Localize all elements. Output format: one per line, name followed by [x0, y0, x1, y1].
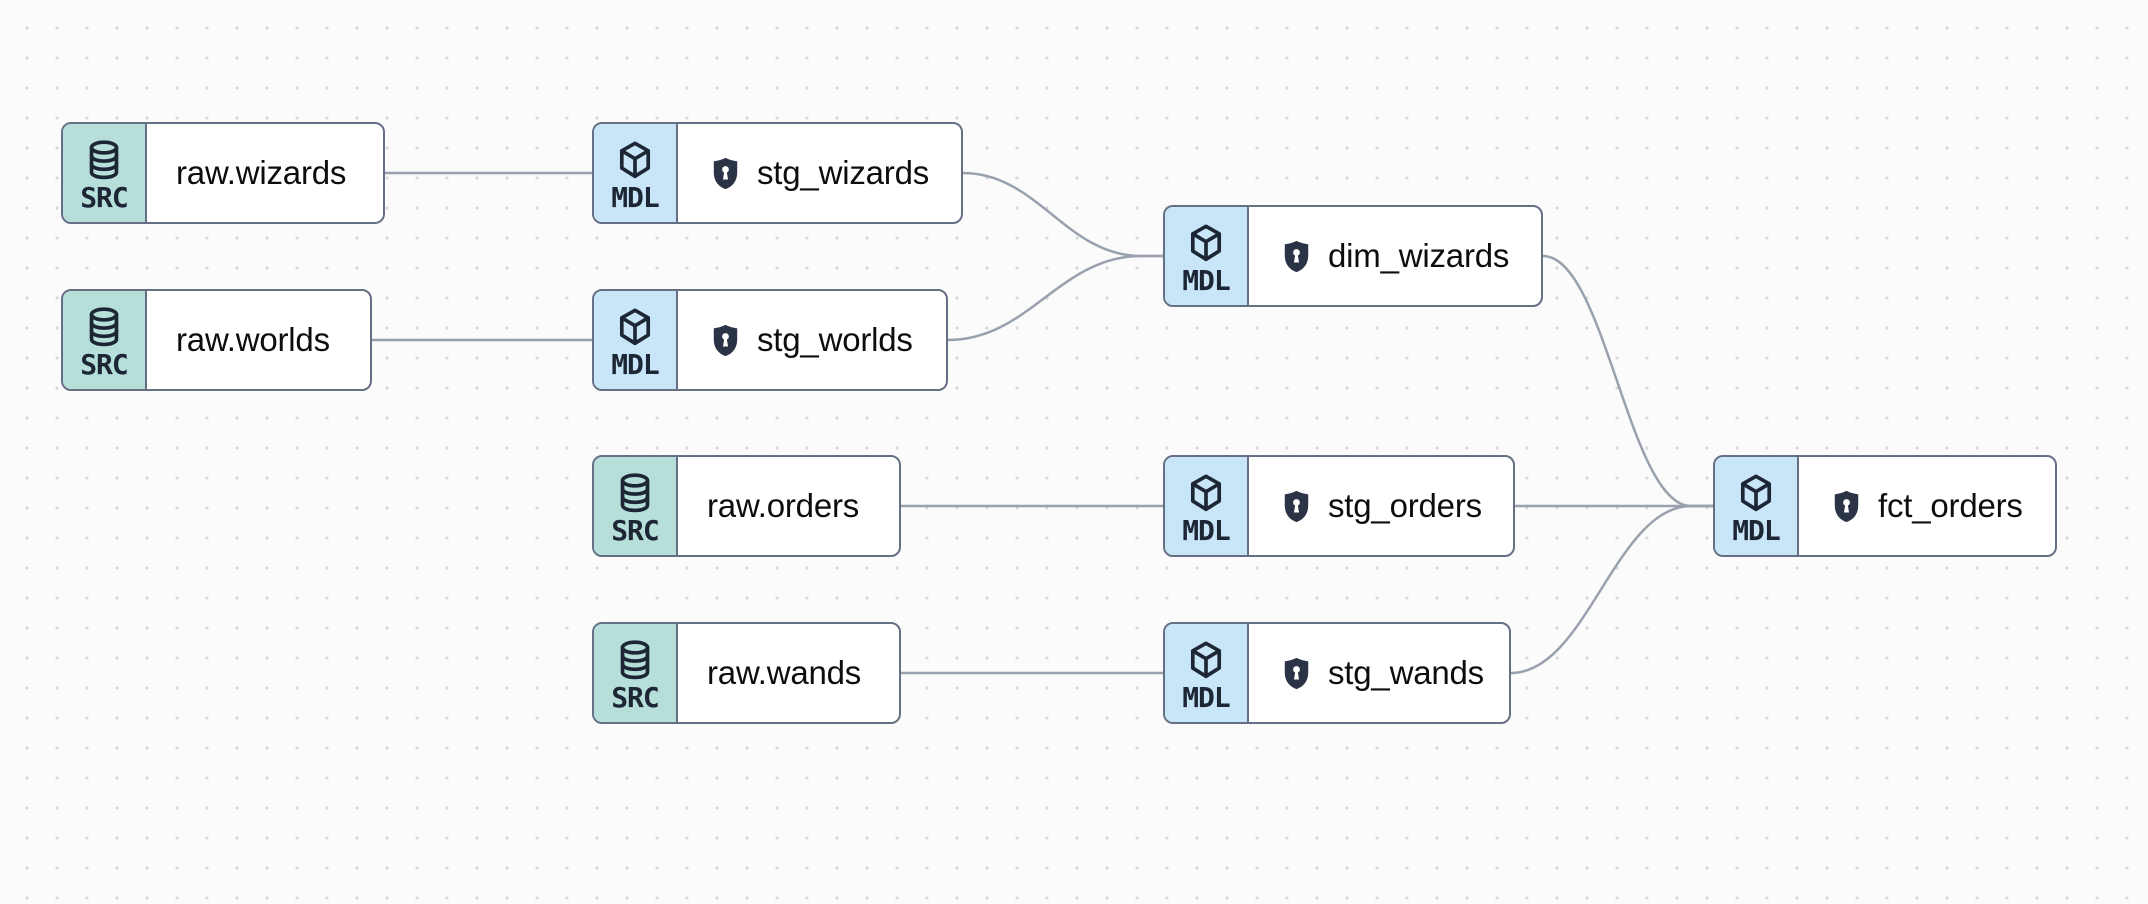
database-icon [82, 305, 126, 349]
node-body: raw.orders [678, 457, 899, 555]
node-raw-orders[interactable]: SRC raw.orders [592, 455, 901, 557]
source-type-badge: SRC [594, 457, 678, 555]
node-raw-wands[interactable]: SRC raw.wands [592, 622, 901, 724]
node-label: raw.wands [707, 654, 862, 691]
node-body: raw.wizards [147, 124, 383, 222]
cube-icon [613, 305, 657, 349]
shield-lock-icon [1278, 488, 1315, 525]
cube-icon [1184, 221, 1228, 265]
model-type-badge: MDL [594, 291, 678, 389]
badge-label: MDL [611, 347, 660, 381]
node-dim-wizards[interactable]: MDL dim_wizards [1163, 205, 1543, 307]
node-stg-wands[interactable]: MDL stg_wands [1163, 622, 1511, 724]
badge-label: MDL [611, 180, 660, 214]
model-type-badge: MDL [1715, 457, 1799, 555]
node-body: stg_wands [1249, 624, 1509, 722]
node-body: stg_orders [1249, 457, 1513, 555]
badge-label: SRC [80, 347, 129, 381]
node-label: raw.orders [707, 487, 860, 524]
badge-label: SRC [80, 180, 129, 214]
node-fct-orders[interactable]: MDL fct_orders [1713, 455, 2057, 557]
database-icon [613, 638, 657, 682]
edge-dim_wizards-to-fct_orders [1541, 254, 1715, 508]
edge-stg_wands-to-fct_orders [1509, 504, 1715, 675]
badge-label: MDL [1182, 680, 1231, 714]
node-stg-wizards[interactable]: MDL stg_wizards [592, 122, 963, 224]
source-type-badge: SRC [63, 291, 147, 389]
model-type-badge: MDL [1165, 207, 1249, 305]
shield-lock-icon [1828, 488, 1865, 525]
badge-label: SRC [611, 680, 660, 714]
cube-icon [1184, 471, 1228, 515]
cube-icon [613, 138, 657, 182]
node-label: stg_orders [1328, 487, 1482, 524]
cube-icon [1734, 471, 1778, 515]
model-type-badge: MDL [594, 124, 678, 222]
shield-lock-icon [707, 155, 744, 192]
shield-lock-icon [1278, 655, 1315, 692]
node-label: fct_orders [1878, 487, 2023, 524]
source-type-badge: SRC [594, 624, 678, 722]
badge-label: MDL [1732, 513, 1781, 547]
shield-lock-icon [707, 322, 744, 359]
node-label: stg_worlds [757, 321, 913, 358]
node-stg-worlds[interactable]: MDL stg_worlds [592, 289, 948, 391]
database-icon [82, 138, 126, 182]
node-body: dim_wizards [1249, 207, 1541, 305]
model-type-badge: MDL [1165, 457, 1249, 555]
node-label: raw.worlds [176, 321, 330, 358]
node-body: raw.wands [678, 624, 899, 722]
node-body: fct_orders [1799, 457, 2055, 555]
node-body: stg_wizards [678, 124, 961, 222]
badge-label: MDL [1182, 263, 1231, 297]
node-body: raw.worlds [147, 291, 370, 389]
database-icon [613, 471, 657, 515]
edge-stg_wizards-to-dim_wizards [961, 171, 1165, 258]
node-body: stg_worlds [678, 291, 946, 389]
source-type-badge: SRC [63, 124, 147, 222]
badge-label: MDL [1182, 513, 1231, 547]
node-raw-wizards[interactable]: SRC raw.wizards [61, 122, 385, 224]
badge-label: SRC [611, 513, 660, 547]
node-label: raw.wizards [176, 154, 347, 191]
node-label: stg_wizards [757, 154, 930, 191]
model-type-badge: MDL [1165, 624, 1249, 722]
node-stg-orders[interactable]: MDL stg_orders [1163, 455, 1515, 557]
edge-stg_worlds-to-dim_wizards [946, 254, 1165, 342]
shield-lock-icon [1278, 238, 1315, 275]
node-raw-worlds[interactable]: SRC raw.worlds [61, 289, 372, 391]
node-label: dim_wizards [1328, 237, 1510, 274]
node-label: stg_wands [1328, 654, 1484, 691]
cube-icon [1184, 638, 1228, 682]
